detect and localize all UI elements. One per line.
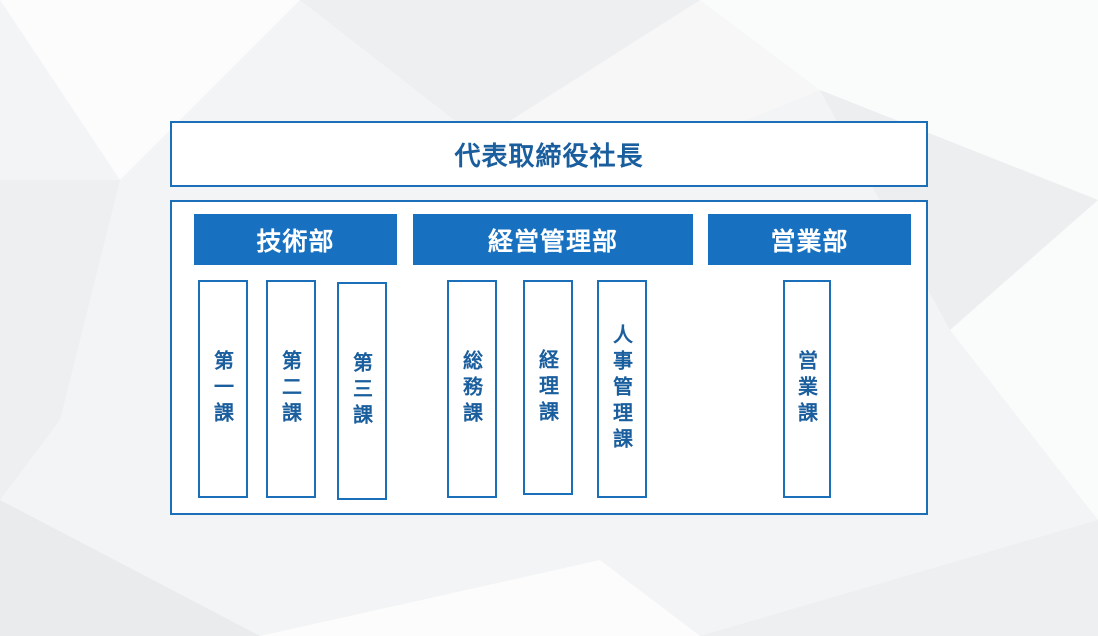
section-engineering-3: 第三課 [337, 282, 387, 500]
section-label: 経理課 [535, 348, 560, 427]
department-management: 経営管理部 [413, 214, 693, 265]
section-general-affairs: 総務課 [447, 280, 497, 498]
section-human-resources: 人事管理課 [597, 280, 647, 498]
section-accounting: 経理課 [523, 280, 573, 495]
department-label: 技術部 [256, 226, 335, 256]
organization-frame: 技術部 経営管理部 営業部 第一課 第二課 第三課 総務課 経理課 人事管理課 … [170, 200, 928, 515]
ceo-box: 代表取締役社長 [170, 121, 928, 187]
section-engineering-2: 第二課 [266, 280, 316, 498]
department-label: 経営管理部 [487, 226, 618, 256]
ceo-label: 代表取締役社長 [454, 141, 644, 172]
department-sales: 営業部 [708, 214, 911, 265]
department-engineering: 技術部 [194, 214, 397, 265]
section-engineering-1: 第一課 [198, 280, 248, 498]
department-label: 営業部 [770, 226, 849, 256]
section-label: 営業課 [794, 350, 819, 428]
section-label: 総務課 [459, 350, 484, 428]
section-label: 第三課 [349, 352, 374, 430]
section-sales: 営業課 [783, 280, 831, 498]
section-label: 第二課 [278, 350, 303, 428]
section-label: 人事管理課 [609, 324, 634, 454]
section-label: 第一課 [210, 350, 235, 428]
